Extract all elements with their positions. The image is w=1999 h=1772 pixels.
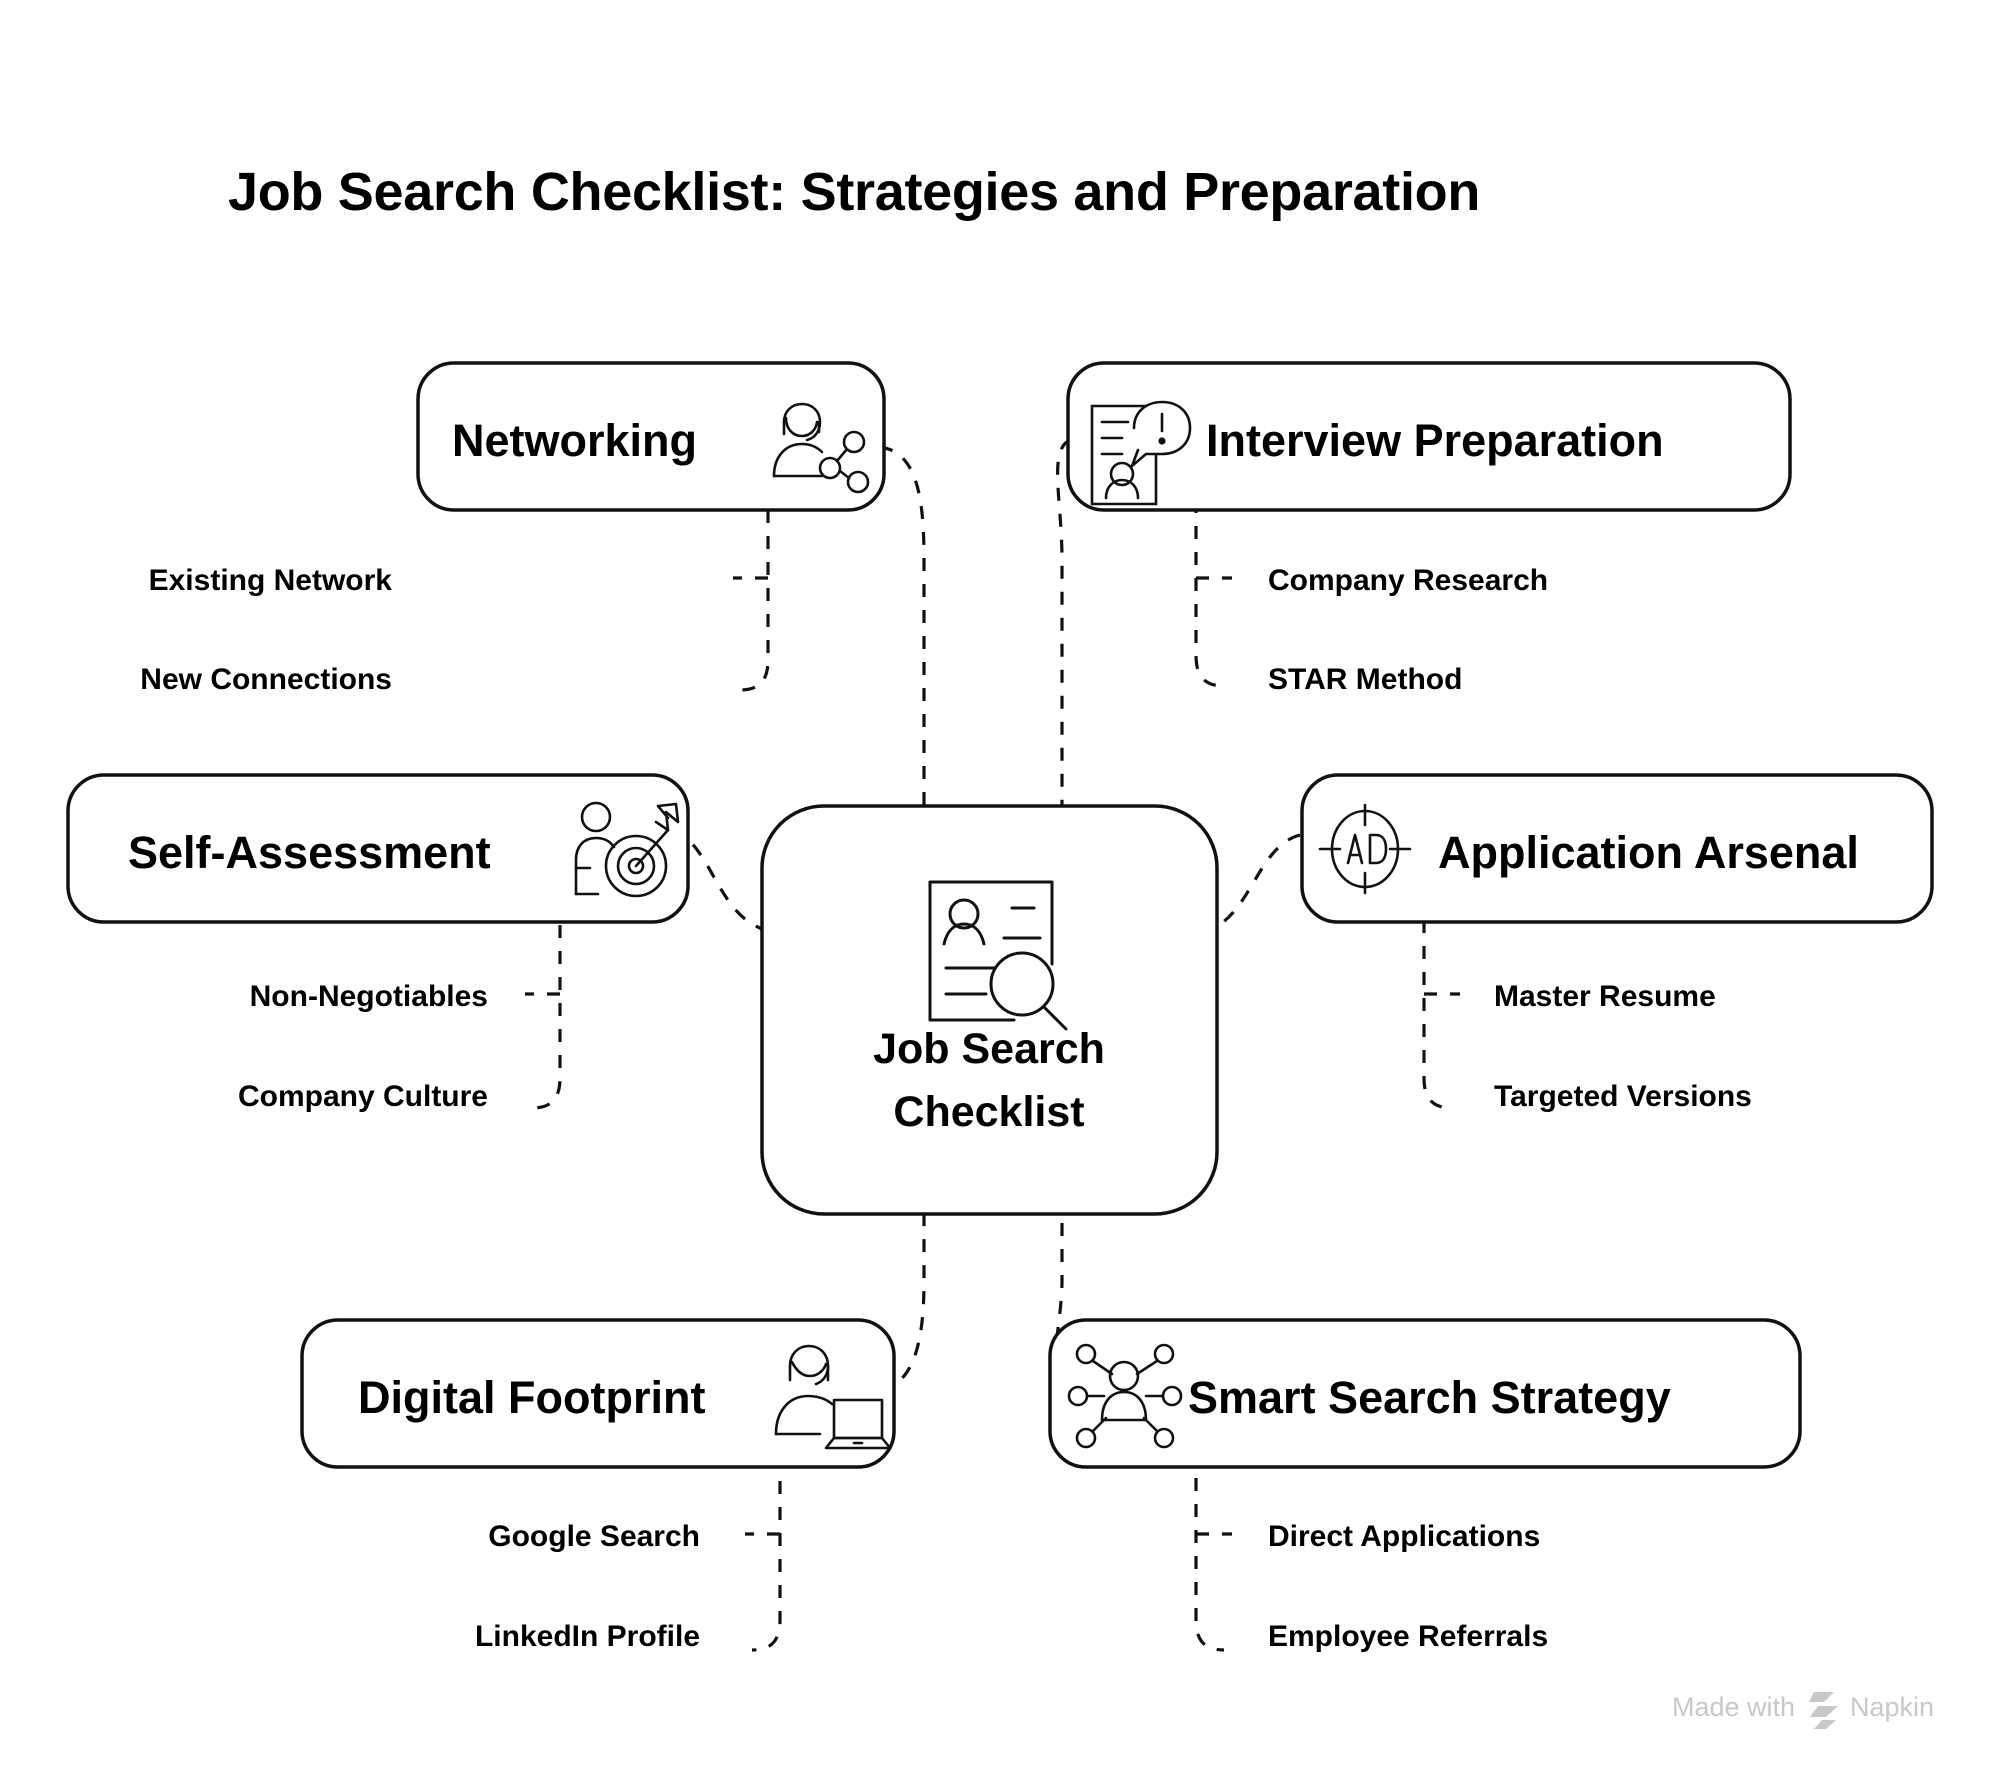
ad-crosshair-icon	[1318, 803, 1412, 895]
self-assessment-subitems: Non-Negotiables Company Culture	[238, 980, 488, 1113]
networking-subitems: Existing Network New Connections	[140, 564, 392, 696]
subconnector-networking	[739, 510, 770, 692]
networking-box[interactable]	[416, 361, 886, 512]
person-target-icon	[574, 801, 680, 898]
center-label-line2: Checklist	[893, 1088, 1084, 1136]
self-assessment-label: Self-Assessment	[128, 827, 491, 878]
digital-footprint-box[interactable]	[300, 1318, 896, 1469]
subconnector-smartsearch	[1194, 1452, 1225, 1652]
networking-item-0: Existing Network	[149, 564, 393, 597]
application-arsenal-item-1: Targeted Versions	[1494, 1080, 1752, 1113]
application-arsenal-item-0: Master Resume	[1494, 980, 1716, 1013]
self-assessment-box[interactable]	[66, 773, 690, 924]
application-arsenal-box[interactable]	[1300, 773, 1934, 924]
smart-search-strategy-item-0: Direct Applications	[1268, 1520, 1540, 1553]
branch-node-self-assessment[interactable]: Self-Assessment	[66, 773, 690, 924]
application-arsenal-label: Application Arsenal	[1438, 827, 1859, 878]
branch-node-digital-footprint[interactable]: Digital Footprint	[300, 1318, 896, 1469]
interview-preparation-item-1: STAR Method	[1268, 663, 1462, 696]
connector-interview-to-center	[1056, 438, 1071, 1006]
branch-node-interview-preparation[interactable]: Interview Preparation	[1066, 361, 1792, 512]
interview-preparation-subitems: Company Research STAR Method	[1268, 564, 1548, 696]
digital-footprint-subitems: Google Search LinkedIn Profile	[475, 1520, 700, 1653]
application-arsenal-subitems: Master Resume Targeted Versions	[1494, 980, 1752, 1113]
self-assessment-item-1: Company Culture	[238, 1080, 488, 1113]
smart-search-strategy-item-1: Employee Referrals	[1268, 1620, 1548, 1653]
connector-arsenal-to-center	[1206, 833, 1301, 934]
subconnector-selfassessment	[531, 925, 562, 1110]
subconnector-interview	[1194, 500, 1225, 688]
network-hub-icon	[1067, 1343, 1183, 1449]
smart-search-strategy-box[interactable]	[1048, 1318, 1802, 1469]
connector-networking-to-center	[879, 445, 926, 1006]
center-label-line1: Job Search	[873, 1025, 1105, 1073]
watermark-brand: Napkin	[1850, 1692, 1934, 1722]
self-assessment-item-0: Non-Negotiables	[250, 980, 488, 1013]
center-box[interactable]	[760, 804, 1219, 1216]
branch-node-application-arsenal[interactable]: Application Arsenal	[1300, 773, 1934, 924]
smart-search-strategy-label: Smart Search Strategy	[1188, 1372, 1671, 1423]
interview-preparation-item-0: Company Research	[1268, 564, 1548, 597]
napkin-watermark: Made with Napkin	[1672, 1692, 1934, 1729]
digital-footprint-label: Digital Footprint	[358, 1372, 705, 1423]
page-title: Job Search Checklist: Strategies and Pre…	[228, 162, 1480, 222]
interview-preparation-box[interactable]	[1066, 361, 1792, 512]
person-network-icon	[772, 402, 870, 494]
digital-footprint-item-1: LinkedIn Profile	[475, 1620, 700, 1653]
interview-preparation-label: Interview Preparation	[1206, 415, 1664, 466]
watermark-made-with: Made with	[1672, 1692, 1795, 1722]
digital-footprint-item-0: Google Search	[488, 1520, 700, 1553]
branch-node-smart-search-strategy[interactable]: Smart Search Strategy	[1048, 1318, 1802, 1469]
napkin-bars-logo	[1809, 1692, 1838, 1729]
subconnector-digitalfootprint	[751, 1455, 782, 1652]
center-node[interactable]: Job Search Checklist	[760, 804, 1219, 1216]
networking-label: Networking	[452, 415, 697, 466]
subconnector-arsenal	[1422, 920, 1453, 1110]
branch-node-networking[interactable]: Networking	[416, 361, 886, 512]
person-laptop-icon	[774, 1344, 892, 1450]
smart-search-strategy-subitems: Direct Applications Employee Referrals	[1268, 1520, 1548, 1653]
interview-speech-bubble-icon	[1090, 400, 1192, 506]
resume-search-icon	[928, 880, 1068, 1031]
networking-item-1: New Connections	[140, 663, 392, 696]
